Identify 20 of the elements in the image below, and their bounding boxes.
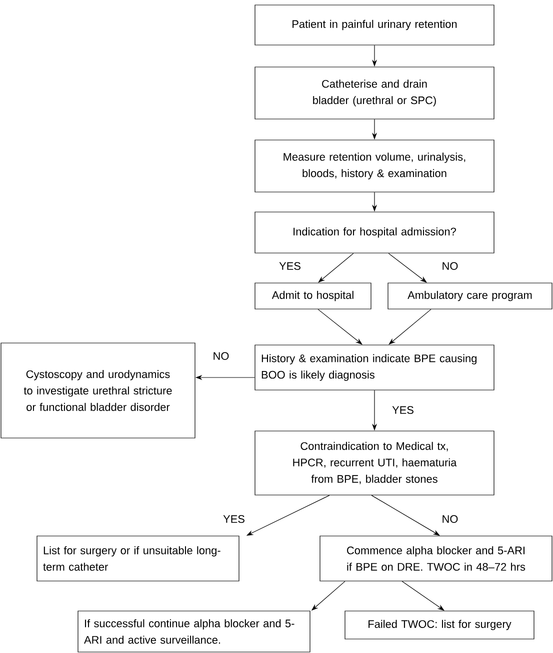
process-box: Patient in painful urinary retention (254, 4, 494, 46)
edge-label: NO (440, 514, 460, 524)
process-box: Ambulatory care program (388, 282, 552, 310)
edge-label: YES (278, 261, 302, 271)
process-box: If successful continue alpha blocker and 5-ARI and active surveillance. (78, 610, 310, 652)
edge-label: YES (222, 514, 246, 524)
edge-label: YES (391, 405, 415, 415)
process-box: Cystoscopy and urodynamics to investigate urethral stricture or functional bladder disorder (0, 342, 196, 438)
process-box: Failed TWOC: list for surgery (344, 610, 534, 640)
arrow (371, 495, 440, 536)
process-box: Catheterise and drain bladder (urethral or SPC) (254, 66, 494, 120)
edge-label: NO (440, 261, 460, 271)
process-box: Indication for hospital admission? (254, 212, 494, 254)
process-box: Commence alpha blocker and 5-ARI if BPE on DRE. TWOC in 48–72 hrs (320, 536, 552, 582)
process-box: Admit to hospital (254, 282, 372, 310)
edge-label: NO (212, 351, 230, 361)
process-box: List for surgery or if unsuitable long-term catheter (36, 536, 240, 582)
process-box: History & examination indicate BPE causing BOO is likely diagnosis (254, 344, 494, 390)
process-box: Measure retention volume, urinalysis, bloods, history & examination (254, 140, 494, 192)
process-box: Contraindication to Medical tx, HPCR, recurrent UTI, haematuria from BPE, bladder stones (254, 430, 494, 496)
